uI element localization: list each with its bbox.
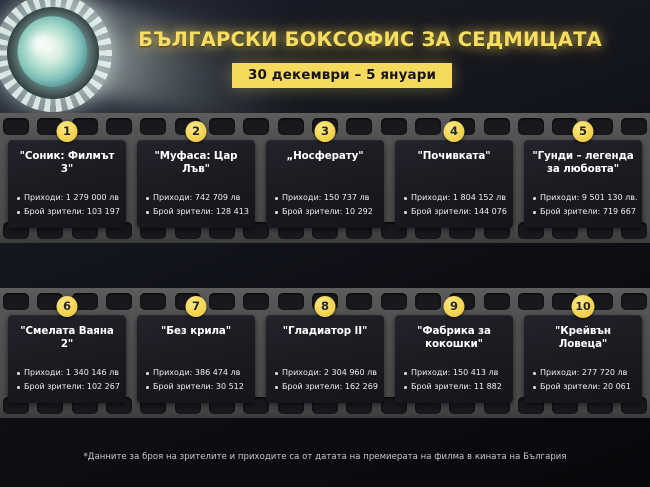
sprocket-hole [105, 292, 132, 310]
movie-title: "Без крила" [160, 325, 232, 337]
sprocket-hole [208, 292, 235, 310]
movie-stats: Приходи: 9 501 130 лв.Брой зрители: 719 … [531, 191, 638, 219]
rank-badge: 3 [314, 121, 336, 142]
sprocket-hole [3, 117, 29, 135]
movie-card[interactable]: 5 "Гунди – легенда за любовта" Приходи: 9 … [524, 121, 642, 228]
movie-title: "Смелата Ваяна 2" [20, 325, 114, 350]
footnote: *Данните за броя на зрителите и приходит… [83, 452, 567, 462]
rank-badge: 2 [185, 121, 207, 142]
revenue-value: Приходи: 9 501 130 лв. [533, 191, 638, 205]
viewers-value: Брой зрители: 162 269 [275, 380, 379, 394]
sprocket-hole [140, 292, 167, 310]
sprocket-hole [620, 292, 647, 310]
movie-title: "Гунди – легенда за любовта" [532, 150, 634, 175]
movie-title: "Крейвън Ловеца" [555, 325, 611, 350]
sprocket-hole [414, 117, 441, 135]
revenue-value: Приходи: 386 474 лв [146, 366, 250, 380]
sprocket-hole [346, 117, 373, 135]
revenue-value: Приходи: 150 413 лв [404, 366, 508, 380]
viewers-value: Брой зрители: 10 292 [275, 205, 379, 219]
sprocket-hole [277, 117, 304, 135]
movie-title: "Муфаса: Цар Лъв" [154, 150, 238, 175]
sprocket-hole [243, 292, 270, 310]
sprocket-hole [380, 292, 407, 310]
viewers-value: Брой зрители: 128 413 [146, 205, 250, 219]
header: БЪЛГАРСКИ БОКСОФИС ЗА СЕДМИЦАТА 30 декем… [0, 0, 650, 115]
rank-badge: 8 [314, 296, 336, 317]
viewers-value: Брой зрители: 102 267 [17, 380, 121, 394]
sprocket-hole [71, 292, 98, 310]
rank-badge: 7 [185, 296, 207, 317]
movie-title: „Носферату" [286, 150, 364, 162]
viewers-value: Брой зрители: 144 076 [404, 205, 508, 219]
revenue-value: Приходи: 277 720 лв [533, 366, 637, 380]
revenue-value: Приходи: 1 279 000 лв [17, 191, 121, 205]
revenue-value: Приходи: 1 340 146 лв [17, 366, 121, 380]
sprocket-hole [71, 117, 98, 135]
movie-title: "Почивката" [417, 150, 491, 162]
viewers-value: Брой зрители: 20 061 [533, 380, 637, 394]
sprocket-hole [243, 117, 270, 135]
viewers-value: Брой зрители: 30 512 [146, 380, 250, 394]
sprocket-row-top [0, 115, 650, 137]
viewers-value: Брой зрители: 11 882 [404, 380, 508, 394]
rank-badge: 9 [443, 296, 465, 317]
sprocket-hole [346, 292, 373, 310]
sprocket-hole [517, 117, 544, 135]
sprocket-hole [380, 117, 407, 135]
sprocket-hole [483, 292, 510, 310]
movie-title: "Фабрика за кокошки" [417, 325, 491, 350]
rank-badge: 4 [443, 121, 465, 142]
movie-title: "Соник: Филмът 3" [19, 150, 115, 175]
sprocket-hole [414, 292, 441, 310]
page-title: БЪЛГАРСКИ БОКСОФИС ЗА СЕДМИЦАТА [138, 28, 602, 51]
date-range-banner: 30 декември – 5 януари [232, 63, 453, 88]
sprocket-row-top [0, 290, 650, 312]
sprocket-hole [140, 117, 167, 135]
sprocket-hole [483, 117, 510, 135]
rank-badge: 10 [571, 295, 595, 318]
revenue-value: Приходи: 150 737 лв [275, 191, 379, 205]
rank-badge: 1 [56, 121, 78, 142]
sprocket-hole [208, 117, 235, 135]
revenue-value: Приходи: 1 804 152 лв [404, 191, 508, 205]
sprocket-hole [3, 292, 29, 310]
sprocket-hole [277, 292, 304, 310]
sprocket-hole [517, 292, 544, 310]
movie-title: "Гладиатор II" [282, 325, 368, 337]
viewers-value: Брой зрители: 719 667 [533, 205, 637, 219]
rank-badge: 5 [572, 121, 594, 142]
revenue-value: Приходи: 2 304 960 лв [275, 366, 379, 380]
movie-card[interactable]: 9 "Фабрика за кокошки" Приходи: 150 413 лв… [395, 296, 513, 403]
sprocket-hole [620, 117, 647, 135]
sprocket-hole [552, 117, 579, 135]
sprocket-hole [105, 117, 132, 135]
revenue-value: Приходи: 742 709 лв [146, 191, 250, 205]
rank-badge: 6 [56, 296, 78, 317]
viewers-value: Брой зрители: 103 197 [17, 205, 121, 219]
